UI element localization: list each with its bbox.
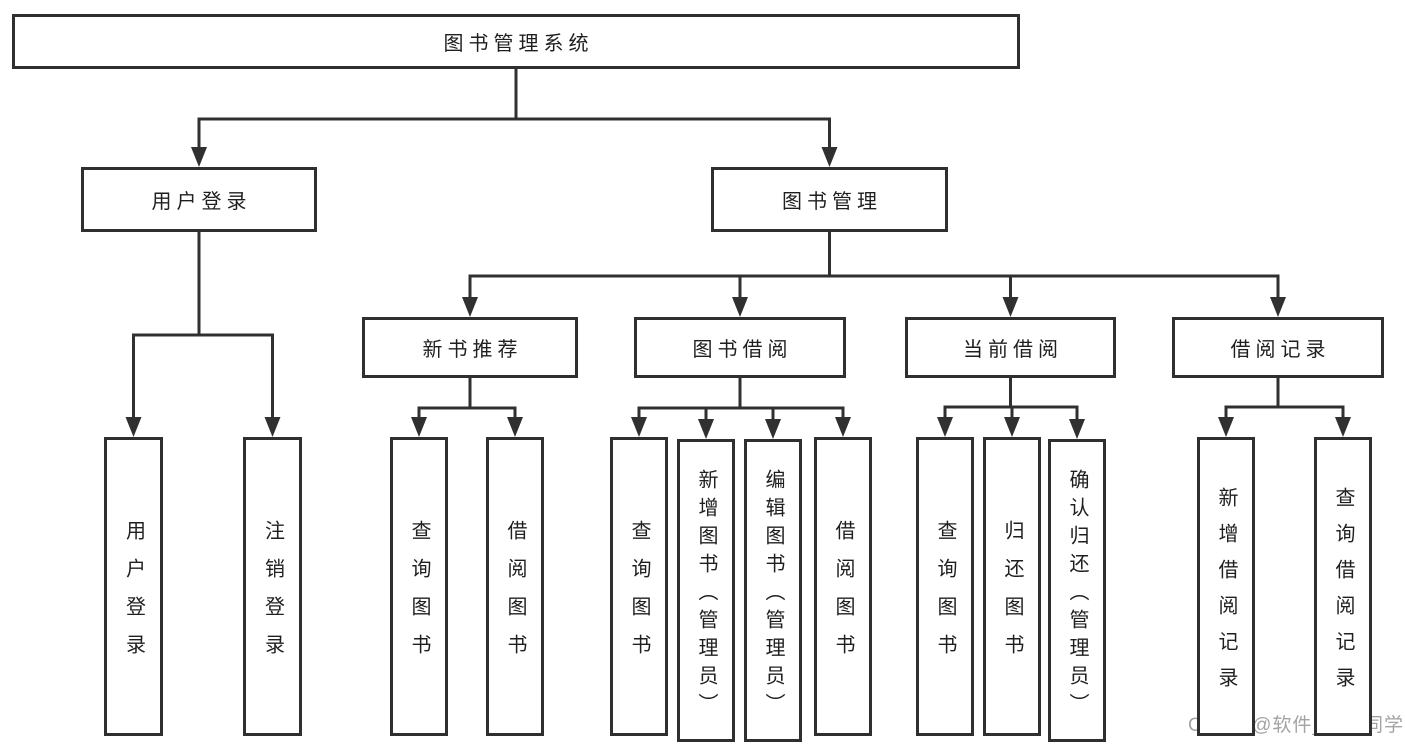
arrowhead-icon (264, 417, 281, 437)
node-borrow: 图书借阅 (634, 317, 846, 378)
node-mgmt: 图书管理 (711, 167, 948, 232)
node-label: 图书管理 (782, 191, 882, 213)
node-records: 借阅记录 (1172, 317, 1384, 378)
node-label: 用户登录 (151, 191, 252, 213)
arrowhead-icon (698, 419, 714, 439)
node-cu-return: 归还图书 (983, 437, 1041, 736)
node-label: 借阅记录 (1230, 339, 1331, 361)
node-label: 新增借阅记录 (1215, 486, 1237, 703)
node-nb-query: 查询图书 (390, 437, 448, 736)
node-label: 查询借阅记录 (1332, 486, 1354, 703)
node-rec-query: 查询借阅记录 (1314, 437, 1372, 736)
arrowhead-icon (1270, 297, 1286, 317)
node-label: 图书管理系统 (443, 33, 594, 55)
arrowhead-icon (1004, 417, 1020, 437)
node-label: 查询图书 (934, 519, 956, 672)
arrowhead-icon (835, 417, 851, 437)
arrowhead-icon (732, 297, 748, 317)
node-label: 确认归还（管理员） (1066, 468, 1088, 721)
node-new-books: 新书推荐 (362, 317, 578, 378)
arrowhead-icon (462, 297, 478, 317)
node-current: 当前借阅 (905, 317, 1116, 378)
node-label: 查询图书 (628, 519, 650, 672)
node-label: 借阅图书 (832, 519, 854, 672)
arrowhead-icon (1218, 417, 1234, 437)
node-login-user: 用户登录 (104, 437, 163, 736)
node-label: 新增图书（管理员） (695, 468, 717, 721)
arrowhead-icon (1069, 419, 1085, 439)
arrowhead-icon (765, 419, 781, 439)
node-label: 查询图书 (408, 519, 430, 672)
node-label: 借阅图书 (504, 519, 526, 672)
node-nb-borrow: 借阅图书 (486, 437, 544, 736)
arrowhead-icon (125, 417, 142, 437)
node-login-out: 注销登录 (243, 437, 302, 736)
node-bw-edit: 编辑图书（管理员） (744, 439, 802, 742)
arrowhead-icon (937, 417, 953, 437)
node-label: 编辑图书（管理员） (762, 468, 784, 721)
arrowhead-icon (1002, 297, 1019, 317)
arrowhead-icon (1335, 417, 1351, 437)
node-label: 图书借阅 (692, 339, 793, 361)
node-cu-query: 查询图书 (916, 437, 974, 736)
node-bw-query: 查询图书 (610, 437, 668, 736)
node-label: 新书推荐 (422, 339, 523, 361)
node-bw-add: 新增图书（管理员） (677, 439, 735, 742)
node-cu-confirm: 确认归还（管理员） (1048, 439, 1106, 742)
arrowhead-icon (411, 417, 427, 437)
node-label: 归还图书 (1001, 519, 1023, 672)
arrowhead-icon (821, 147, 838, 167)
node-label: 当前借阅 (963, 339, 1063, 361)
node-bw-borrow: 借阅图书 (814, 437, 872, 736)
node-root: 图书管理系统 (12, 14, 1020, 69)
node-login: 用户登录 (81, 167, 317, 232)
arrowhead-icon (631, 417, 647, 437)
arrowhead-icon (507, 417, 523, 437)
node-rec-add: 新增借阅记录 (1197, 437, 1255, 736)
node-label: 用户登录 (122, 519, 145, 672)
node-label: 注销登录 (261, 519, 284, 672)
arrowhead-icon (191, 147, 207, 167)
